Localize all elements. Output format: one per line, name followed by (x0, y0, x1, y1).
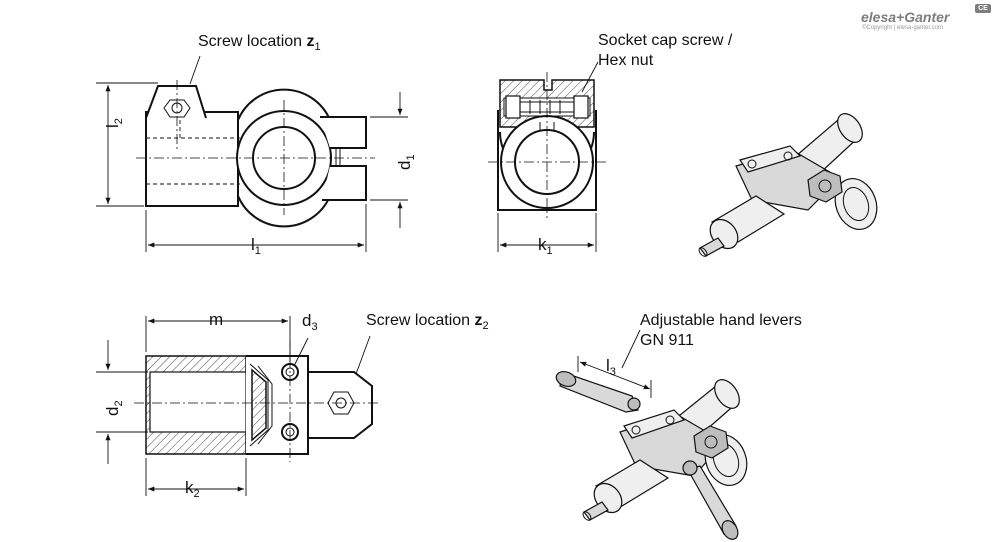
front-view (96, 55, 408, 252)
dim-l1: l1 (251, 235, 261, 258)
dim-d3: d3 (302, 311, 318, 334)
label-screw-location-z2: Screw location z2 (366, 312, 489, 332)
label-adjustable-hand-levers: Adjustable hand levers (640, 312, 802, 329)
dim-l2: l2 (103, 118, 125, 128)
dim-d1: d1 (395, 154, 417, 170)
dim-l3: l3 (606, 356, 616, 379)
iso-view-1 (698, 113, 878, 257)
dim-d2: d2 (103, 400, 125, 416)
iso-view-2 (555, 329, 748, 540)
label-gn-911: GN 911 (640, 332, 694, 349)
dim-m: m (209, 310, 224, 329)
side-view (488, 61, 606, 252)
label-screw-location-z1: Screw location z1 (198, 33, 321, 53)
label-socket-cap-screw: Socket cap screw / (598, 32, 733, 49)
top-view (96, 316, 380, 496)
dim-k1: k1 (538, 235, 553, 258)
label-hex-nut: Hex nut (598, 52, 654, 69)
dim-k2: k2 (185, 478, 200, 501)
brand-logo: elesa+Ganter (861, 9, 950, 25)
ce-badge: CE (975, 4, 991, 13)
brand-copyright: ©Copyright | elesa-ganter.com (862, 25, 944, 31)
